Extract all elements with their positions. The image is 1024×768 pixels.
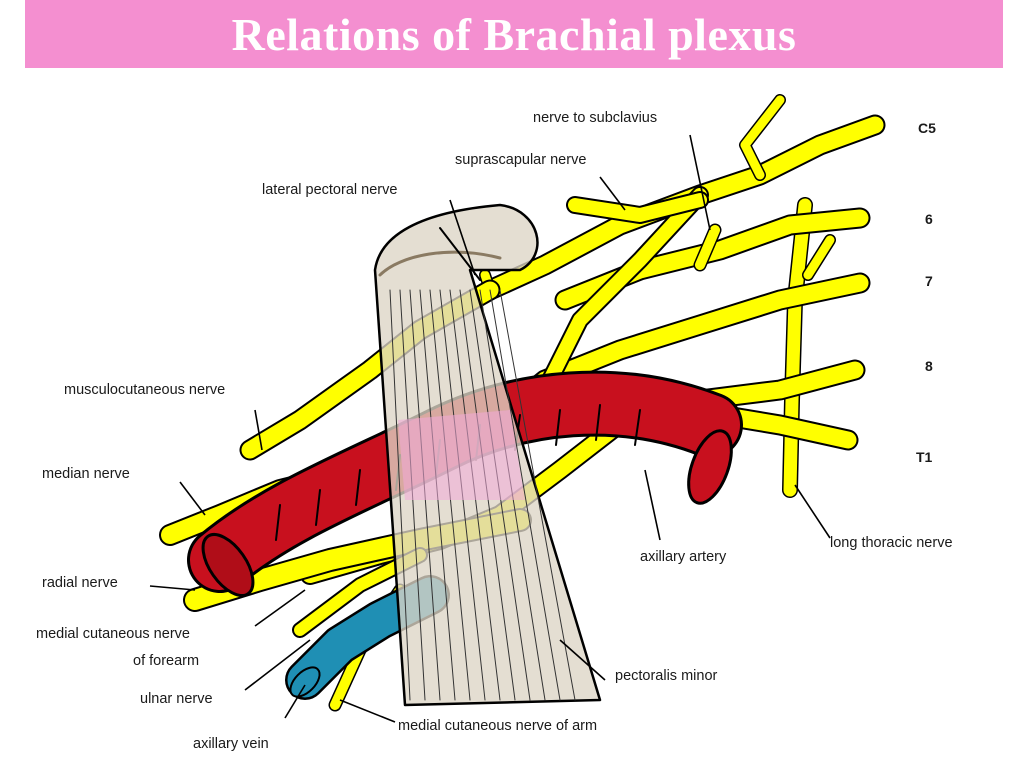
long-thoracic-nerve	[782, 197, 836, 498]
root-level-7: 7	[925, 273, 933, 289]
title-bar: Relations of Brachial plexus	[25, 0, 1003, 68]
page-title: Relations of Brachial plexus	[231, 8, 797, 60]
label-axillary-vein: axillary vein	[193, 736, 269, 752]
label-medial-cutaneous-forearm-line2: of forearm	[133, 653, 200, 669]
label-ulnar-nerve: ulnar nerve	[140, 691, 213, 707]
diagram-illustration	[149, 94, 886, 723]
brachial-plexus-diagram: nerve to subclavius suprascapular nerve …	[0, 68, 1024, 768]
root-level-8: 8	[925, 358, 933, 374]
label-pectoralis-minor: pectoralis minor	[615, 668, 718, 684]
label-lateral-pectoral-nerve: lateral pectoral nerve	[262, 182, 398, 198]
label-medial-cutaneous-arm: medial cutaneous nerve of arm	[398, 718, 598, 734]
label-musculocutaneous-nerve: musculocutaneous nerve	[64, 382, 226, 398]
label-suprascapular-nerve: suprascapular nerve	[455, 152, 587, 168]
label-median-nerve: median nerve	[42, 466, 130, 482]
label-medial-cutaneous-forearm-line1: medial cutaneous nerve	[36, 626, 190, 642]
label-axillary-artery: axillary artery	[640, 549, 727, 565]
label-long-thoracic-nerve: long thoracic nerve	[830, 535, 953, 551]
root-level-t1: T1	[916, 449, 933, 465]
root-level-c5: C5	[918, 120, 936, 136]
leader-lines	[149, 134, 831, 723]
label-nerve-to-subclavius: nerve to subclavius	[533, 110, 658, 126]
pectoralis-minor	[373, 203, 602, 707]
root-level-6: 6	[925, 211, 933, 227]
label-radial-nerve: radial nerve	[42, 575, 118, 591]
